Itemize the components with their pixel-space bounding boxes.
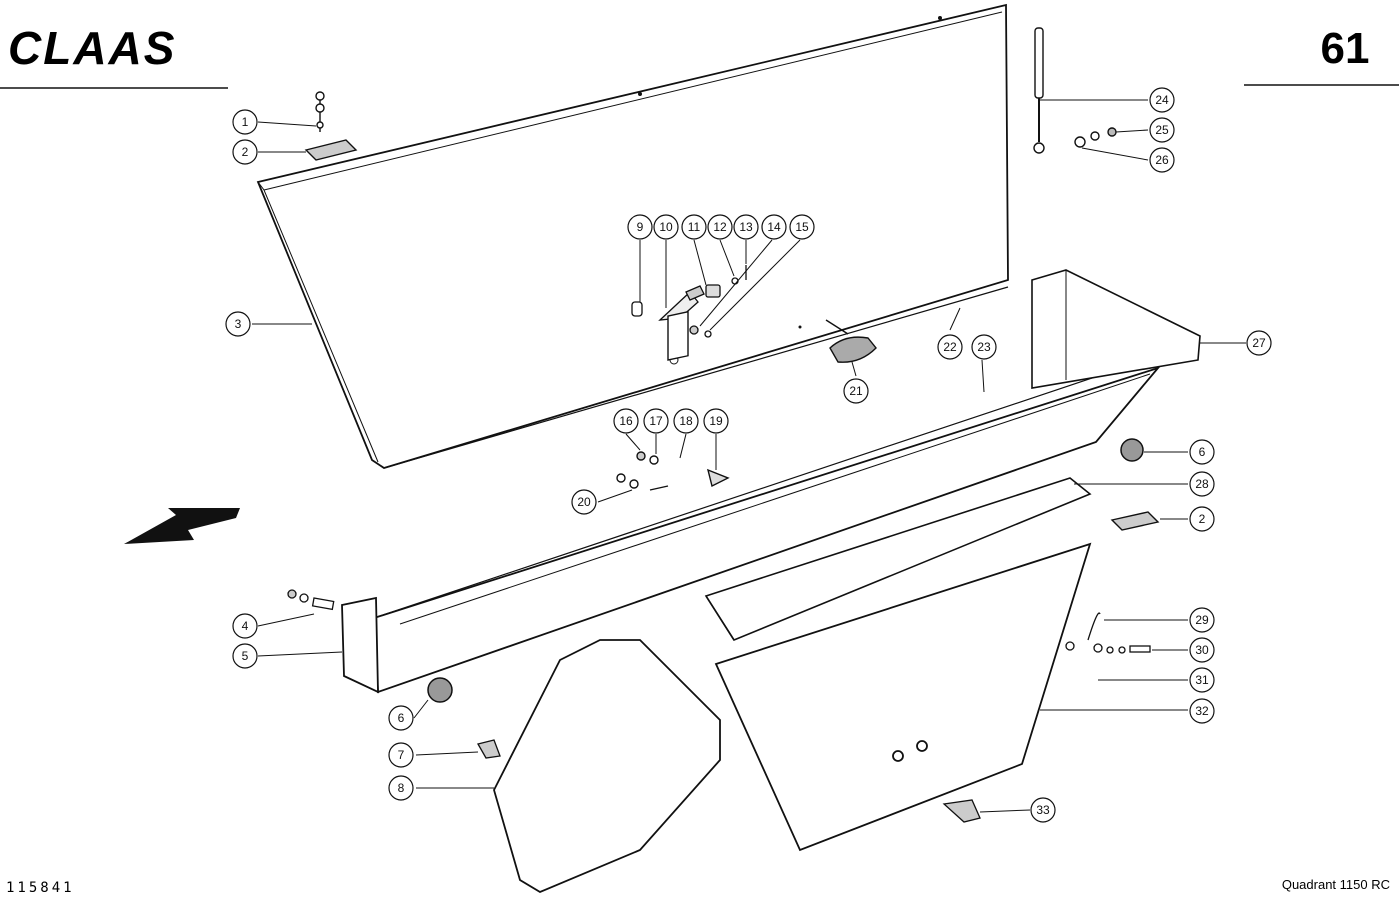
callout-label: 10 — [659, 220, 673, 234]
callout-label: 6 — [398, 711, 405, 725]
hook-fasteners — [1065, 612, 1151, 654]
callout-circle — [388, 705, 414, 731]
page-header: CLAAS 61 — [0, 22, 1399, 89]
callout-label: 21 — [849, 384, 863, 398]
callout-label: 17 — [649, 414, 663, 428]
callout-circle — [388, 775, 414, 801]
callout-circle — [707, 214, 733, 240]
drawing-code: 115841 — [6, 880, 75, 896]
callout-label: 19 — [709, 414, 723, 428]
gas-strut — [1033, 27, 1117, 154]
side-guard — [493, 639, 721, 894]
callout-label: 15 — [795, 220, 809, 234]
callout-circle — [673, 408, 699, 434]
callout-label: 25 — [1155, 123, 1169, 137]
callout-label: 6 — [1199, 445, 1206, 459]
callout-labels: 1 2 3 4 5 6 6 7 8 9 10 11 12 13 14 15 16… — [235, 93, 1266, 817]
callout-label: 5 — [242, 649, 249, 663]
callout-label: 18 — [679, 414, 693, 428]
main-rail — [341, 359, 1161, 694]
callout-label: 32 — [1195, 704, 1209, 718]
callout-circle — [789, 214, 815, 240]
callout-label: 2 — [242, 145, 249, 159]
callout-label: 22 — [943, 340, 957, 354]
callout-circle — [653, 214, 679, 240]
handle — [825, 319, 877, 363]
callout-circle — [571, 489, 597, 515]
callout-label: 9 — [637, 220, 644, 234]
callout-circle — [1189, 637, 1215, 663]
lower-side-panel — [714, 542, 1092, 852]
callout-label: 4 — [242, 619, 249, 633]
callout-circle — [232, 109, 258, 135]
callout-circle — [843, 378, 869, 404]
callout-circle — [937, 334, 963, 360]
callout-circle — [232, 139, 258, 165]
callout-circle — [1189, 667, 1215, 693]
bolt-group-left — [287, 589, 335, 611]
callout-label: 20 — [577, 495, 591, 509]
callout-circle — [733, 214, 759, 240]
model-name: Quadrant 1150 RC — [1282, 877, 1390, 892]
callout-label: 1 — [242, 115, 249, 129]
callout-label: 16 — [619, 414, 633, 428]
callout-circle — [232, 643, 258, 669]
rubber-buffers — [427, 438, 1144, 703]
callout-circle — [388, 742, 414, 768]
hinge-plate-right — [1110, 511, 1160, 531]
brand-logo: CLAAS — [8, 22, 176, 74]
callout-circle — [1030, 797, 1056, 823]
callout-circle — [1246, 330, 1272, 356]
callout-label: 24 — [1155, 93, 1169, 107]
callout-circle — [1189, 439, 1215, 465]
callout-label: 26 — [1155, 153, 1169, 167]
callout-circle — [681, 214, 707, 240]
callout-label: 29 — [1195, 613, 1209, 627]
callout-circle — [1189, 607, 1215, 633]
callout-label: 31 — [1195, 673, 1209, 687]
catch-plate — [616, 310, 730, 491]
callout-label: 2 — [1199, 512, 1206, 526]
callout-label: 28 — [1195, 477, 1209, 491]
callout-circle — [613, 408, 639, 434]
callout-circle — [1149, 87, 1175, 113]
callout-label: 7 — [398, 748, 405, 762]
page-footer: 115841 Quadrant 1150 RC — [6, 877, 1390, 896]
callout-label: 27 — [1252, 336, 1266, 350]
latch-assembly — [631, 265, 747, 338]
leader-lines — [252, 99, 1246, 813]
page-number: 61 — [1321, 24, 1370, 73]
callout-label: 11 — [688, 220, 701, 234]
callout-circle — [1149, 147, 1175, 173]
callout-label: 30 — [1195, 643, 1209, 657]
arrow-left-down-icon — [124, 508, 240, 544]
callout-circle — [232, 613, 258, 639]
corner-bracket — [1031, 269, 1201, 389]
callout-circle — [627, 214, 653, 240]
callout-label: 12 — [713, 220, 727, 234]
callout-label: 23 — [977, 340, 991, 354]
hinge-assembly-top — [304, 91, 358, 161]
callout-circle — [1189, 471, 1215, 497]
callout-label: 13 — [739, 220, 753, 234]
guide-rail — [704, 477, 1092, 641]
callout-label: 3 — [235, 317, 242, 331]
callout-circle — [1149, 117, 1175, 143]
callouts — [225, 87, 1272, 823]
callout-circle — [703, 408, 729, 434]
callout-circle — [225, 311, 251, 337]
callout-circle — [761, 214, 787, 240]
callout-label: 33 — [1036, 803, 1050, 817]
callout-label: 14 — [767, 220, 781, 234]
callout-circle — [1189, 698, 1215, 724]
callout-circle — [643, 408, 669, 434]
callout-circle — [1189, 506, 1215, 532]
callout-circle — [971, 334, 997, 360]
clips — [477, 739, 981, 823]
callout-label: 8 — [398, 781, 405, 795]
